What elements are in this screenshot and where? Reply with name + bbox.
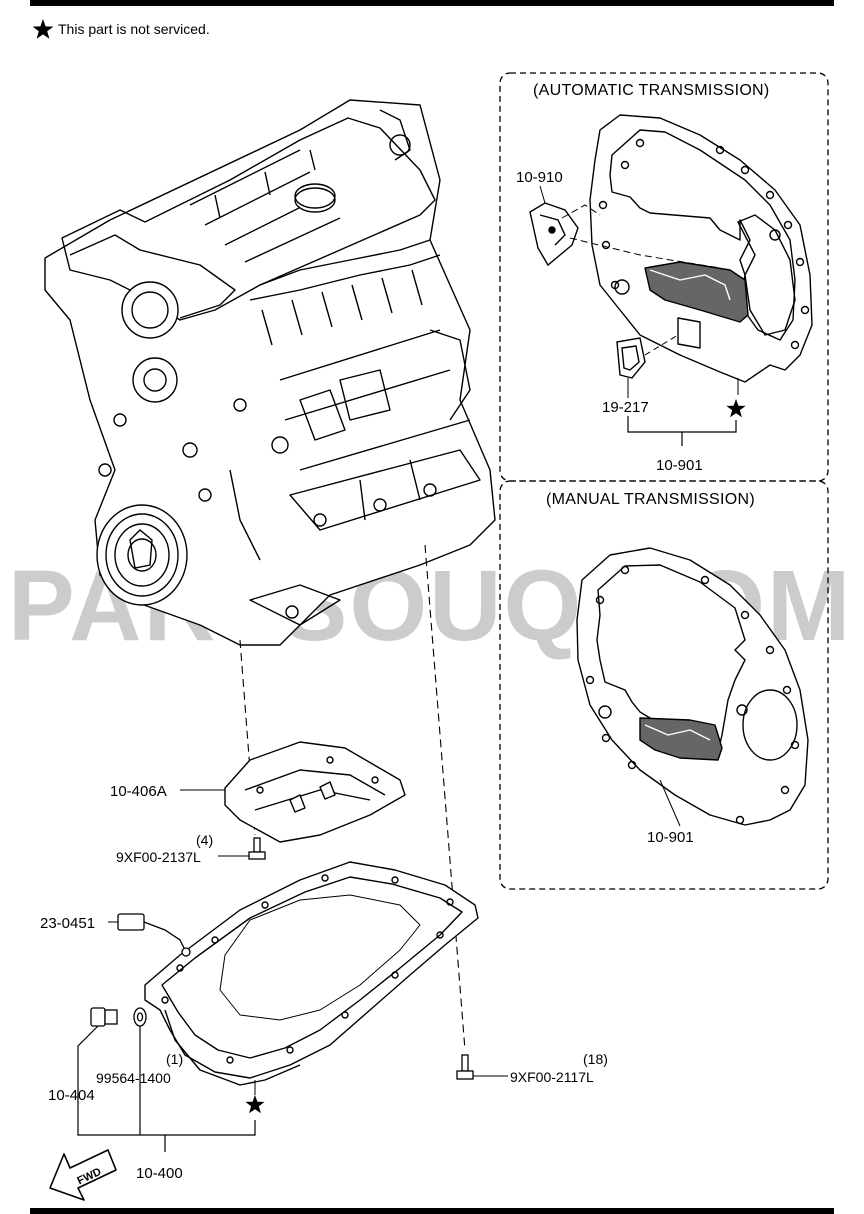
label-pan-bolt-qty: (18) [583,1051,608,1067]
alignment-line-cover [561,204,721,269]
star-icon [32,19,54,39]
crank-pulley [96,504,188,606]
alignment-line-gasket [644,334,679,356]
label-10-901-mt: 10-901 [647,829,694,846]
legend-note: This part is not serviced. [58,21,210,37]
manual-transmission-box [499,480,829,890]
bottom-rule [30,1208,834,1214]
drain-plug-part [90,1007,118,1027]
star-icon [245,1095,265,1114]
manual-transmission-heading: (MANUAL TRANSMISSION) [546,491,755,508]
baffle-bolt-part [248,837,266,860]
label-baffle-bolt-qty: (4) [196,832,213,848]
label-10-406A: 10-406A [110,783,167,800]
star-icon [726,399,746,418]
rear-plate-automatic [589,114,813,383]
top-rule [30,0,834,6]
label-10-400: 10-400 [136,1165,183,1182]
label-9XF00-2137L: 9XF00-2137L [116,849,201,865]
oil-level-sensor-part [117,913,191,957]
label-19-217: 19-217 [602,399,649,416]
oil-pan-bolt-part [456,1054,474,1080]
leader-10-901-mt [659,779,681,827]
forward-arrow-icon: FWD [49,1149,117,1201]
washer-part [133,1007,147,1027]
alignment-line-pan-bolt [424,544,466,1051]
bracket-10-400 [77,1025,256,1152]
bracket-10-901-at [627,416,737,446]
gasket-part [616,337,646,379]
label-10-901-at: 10-901 [656,457,703,474]
rear-plate-manual [576,547,809,826]
label-23-0451: 23-0451 [40,915,95,932]
label-99564-1400: 99564-1400 [96,1070,171,1086]
label-10-910: 10-910 [516,169,563,186]
oil-baffle-part [224,741,406,843]
label-9XF00-2117L: 9XF00-2117L [510,1069,594,1085]
leader-10-910 [539,185,546,204]
label-10-404: 10-404 [48,1087,95,1104]
converter-cover-part [529,202,579,267]
label-washer-qty: (1) [166,1051,183,1067]
oil-pan-part [144,861,479,1086]
automatic-transmission-heading: (AUTOMATIC TRANSMISSION) [533,82,770,99]
